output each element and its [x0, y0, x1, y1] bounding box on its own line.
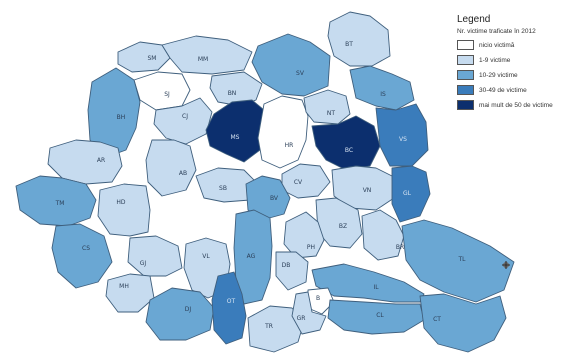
county-bh[interactable]	[87, 67, 141, 159]
county-gr[interactable]	[291, 291, 327, 335]
county-gj[interactable]	[127, 235, 183, 277]
legend-swatch	[457, 40, 474, 50]
legend-item-1-9: 1-9 victime	[457, 55, 579, 65]
legend-item-10-29: 10-29 victime	[457, 70, 579, 80]
county-dj[interactable]	[145, 287, 215, 341]
legend-label: mai mult de 50 de victime	[479, 101, 553, 109]
county-ct[interactable]	[419, 293, 507, 353]
county-cl[interactable]	[327, 299, 425, 335]
legend-item-no-victims: nicio victimă	[457, 40, 579, 50]
county-cv[interactable]	[281, 163, 331, 199]
legend-item-50-plus: mai mult de 50 de victime	[457, 100, 579, 110]
county-ms[interactable]	[205, 99, 267, 163]
county-bc[interactable]	[311, 115, 381, 171]
legend-label: 10-29 victime	[479, 71, 518, 79]
county-mh[interactable]	[105, 273, 155, 313]
legend-swatch	[457, 85, 474, 95]
county-sj[interactable]	[133, 71, 191, 111]
county-db[interactable]	[275, 251, 309, 291]
county-vs[interactable]	[375, 103, 429, 167]
county-ag[interactable]	[233, 209, 273, 305]
county-tl[interactable]	[401, 219, 515, 303]
county-bn[interactable]	[209, 71, 263, 107]
legend-item-30-49: 30-49 de victime	[457, 85, 579, 95]
county-sm[interactable]	[117, 41, 171, 73]
county-hd[interactable]	[97, 183, 151, 237]
legend-label: nicio victimă	[479, 41, 515, 49]
county-sv[interactable]	[251, 33, 331, 97]
county-ph[interactable]	[283, 211, 325, 259]
legend-label: 30-49 de victime	[479, 86, 527, 94]
map-legend: Legend Nr. victime traficate în 2012 nic…	[452, 11, 579, 153]
county-gl[interactable]	[391, 165, 431, 223]
legend-swatch	[457, 70, 474, 80]
county-tm[interactable]	[15, 175, 97, 227]
counties-layer	[15, 11, 515, 353]
legend-swatch	[457, 100, 474, 110]
legend-swatch	[457, 55, 474, 65]
county-cs[interactable]	[51, 223, 113, 289]
legend-title: Legend	[457, 14, 491, 25]
legend-label: 1-9 victime	[479, 56, 511, 64]
county-ab[interactable]	[145, 139, 197, 197]
scale-bar-icon	[502, 261, 510, 269]
county-hr[interactable]	[257, 95, 309, 169]
county-nt[interactable]	[303, 89, 351, 125]
county-br[interactable]	[361, 209, 405, 261]
county-ot[interactable]	[211, 271, 247, 345]
county-bt[interactable]	[327, 11, 391, 67]
county-ar[interactable]	[47, 139, 123, 185]
county-mm[interactable]	[161, 35, 253, 75]
county-cj[interactable]	[153, 97, 213, 145]
county-is[interactable]	[349, 65, 415, 111]
legend-subtitle: Nr. victime traficate în 2012	[457, 28, 536, 35]
